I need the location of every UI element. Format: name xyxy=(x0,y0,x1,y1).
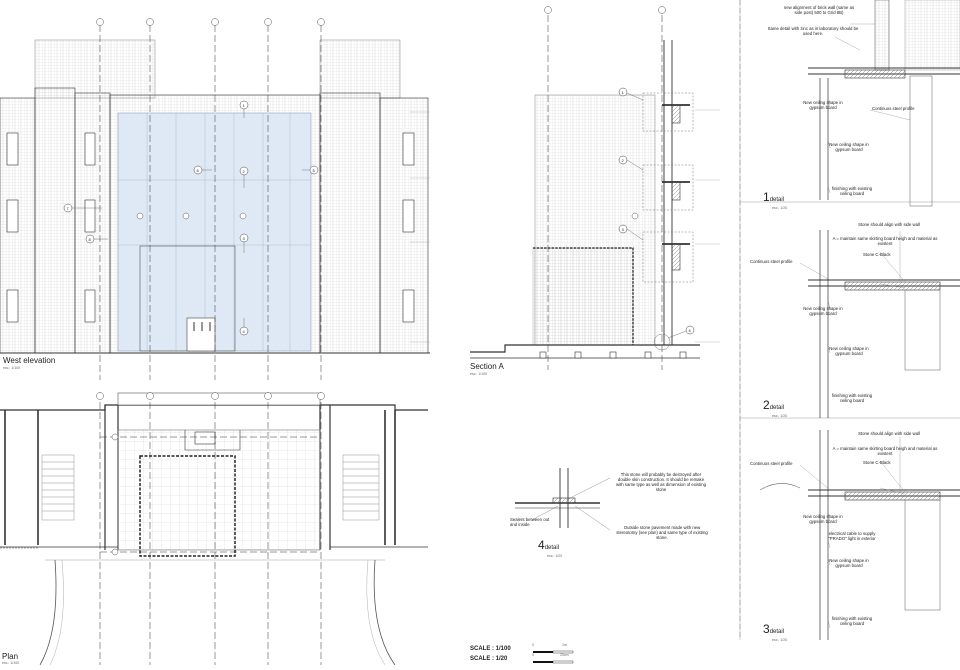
elevation-tag: 4 xyxy=(242,328,245,334)
elevation-tag: 7 xyxy=(66,205,69,211)
detail-scale: esc.: 1/20 xyxy=(772,638,788,642)
detail-number: 4 xyxy=(538,538,545,552)
note-stone-destroyed: This stone will probably be destroyed af… xyxy=(615,472,707,492)
detail-2-label: 2detail esc.: 1/20 xyxy=(763,396,787,418)
section-tag-bubbles xyxy=(618,87,695,335)
note-ceiling: New ceiling shape in gypsum board xyxy=(803,100,843,110)
detail-4-label: 4detail esc.: 1/20 xyxy=(538,536,562,558)
note-steel-profile: Continuos steel profile xyxy=(750,259,793,264)
elevation-tag: 3 xyxy=(242,235,245,241)
detail-word: detail xyxy=(769,629,785,635)
scale-zero: 0 xyxy=(532,653,534,657)
elevation-tag: 8 xyxy=(88,236,91,242)
detail-scale: esc.: 1/20 xyxy=(772,206,788,210)
detail-1-label: 1detail esc.: 1/20 xyxy=(763,188,787,210)
detail-word: detail xyxy=(769,197,785,203)
elevation-tag: 6 xyxy=(196,167,199,173)
detail-4-drawing xyxy=(515,468,611,531)
note-steel-profile: Continuos steel profile xyxy=(750,461,793,466)
note-sealant: Sealent between out and inside xyxy=(510,517,550,527)
section-a-title: Section A xyxy=(470,362,504,371)
note-stone-align: Stone should align with side wall xyxy=(858,222,920,227)
detail-word: detail xyxy=(769,405,785,411)
detail-strip xyxy=(739,0,960,640)
note-finishing: finishing with existing ceiling board xyxy=(831,393,873,403)
detail-number: 3 xyxy=(763,622,770,636)
scale-unit: 20cm xyxy=(560,653,569,657)
plan-title: Plan xyxy=(2,652,19,661)
elevation-tag-bubbles xyxy=(63,100,319,336)
section-a-drawing xyxy=(470,6,720,370)
note-pavement: Outside stone pavement made with new ste… xyxy=(616,525,708,540)
detail-scale: esc.: 1/20 xyxy=(772,414,788,418)
section-tag: 3 xyxy=(621,226,624,232)
west-elevation-title: West elevation xyxy=(3,356,56,365)
note-stone-align: Stone should align with side wall xyxy=(858,431,920,436)
detail-word: detail xyxy=(544,545,560,551)
note-skirting: A = maintain same skirting board heigh a… xyxy=(832,446,938,456)
detail-3-label: 3detail esc.: 1/20 xyxy=(763,620,787,642)
scale-label: SCALE : 1/100 xyxy=(470,646,511,652)
note-brick-wall: new alignment of brick wall (same as sid… xyxy=(783,5,855,15)
elevation-tag: 5 xyxy=(312,167,315,173)
note-ceiling: New ceiling shape in gypsum board xyxy=(803,514,843,524)
plan-scale: esc.: 1/100 xyxy=(2,661,20,665)
note-ceiling: New ceiling shape in gypsum board xyxy=(829,558,869,568)
section-a-scale: esc.: 1/100 xyxy=(470,372,488,376)
west-elevation xyxy=(0,18,430,380)
section-tag: 1 xyxy=(621,89,624,95)
detail-scale: esc.: 1/20 xyxy=(547,554,563,558)
note-skirting: A = maintain same skirting board heigh a… xyxy=(832,236,938,246)
scale-zero: 0 xyxy=(532,643,534,647)
note-electrical-cable: electrical cable to supply "PRADO" light… xyxy=(828,531,876,541)
note-ceiling: New ceiling shape in gypsum board xyxy=(829,142,869,152)
plan-drawing xyxy=(0,392,428,666)
section-tag: 2 xyxy=(621,157,624,163)
scale-bars xyxy=(533,650,574,664)
scale-unit: 1m xyxy=(562,643,567,647)
west-elevation-scale: esc.: 1/100 xyxy=(3,366,21,370)
note-stone-cblack: Stone C-Black xyxy=(863,460,891,465)
note-finishing: finishing with existing ceiling board xyxy=(831,616,873,626)
elevation-tag: 2 xyxy=(242,168,245,174)
section-tag: 4 xyxy=(688,327,691,333)
note-steel-profile: Continuos steel profile xyxy=(872,106,915,111)
detail-number: 2 xyxy=(763,398,770,412)
scale-label: SCALE : 1/20 xyxy=(470,656,508,662)
elevation-tag: 1 xyxy=(242,102,245,108)
note-ceiling: New ceiling shape in gypsum board xyxy=(829,346,869,356)
note-finishing: finishing with existing ceiling board xyxy=(831,186,873,196)
note-ceiling: New ceiling shape in gypsum board xyxy=(803,306,843,316)
note-stone-cblack: Stone C-Black xyxy=(863,252,891,257)
detail-number: 1 xyxy=(763,190,770,204)
note-zinc: Same detail with zinc as in laboratory s… xyxy=(767,26,859,36)
